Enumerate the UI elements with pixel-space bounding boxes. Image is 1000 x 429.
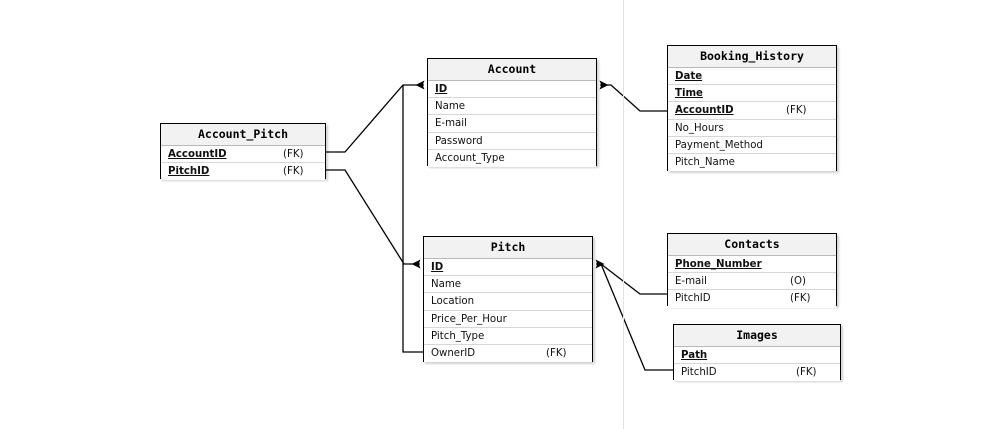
attribute-name: E-mail: [675, 276, 707, 288]
attribute-row[interactable]: Payment_Method: [668, 136, 836, 154]
connector-bookinghistory-account: [599, 80, 667, 112]
entity-title-images: Images: [674, 325, 840, 347]
attribute-row[interactable]: Account_Type: [428, 149, 596, 167]
attribute-name: AccountID: [675, 105, 734, 117]
attribute-row[interactable]: PitchID (FK): [674, 364, 840, 382]
attribute-row[interactable]: Time: [668, 85, 836, 103]
attribute-name: PitchID: [675, 293, 711, 305]
attribute-name: Password: [435, 135, 483, 147]
attribute-constraint-tag: (FK): [283, 149, 304, 160]
attribute-name: No_Hours: [675, 122, 724, 134]
attribute-name: Path: [681, 350, 708, 361]
attribute-row[interactable]: ID: [424, 259, 592, 277]
entity-title-account_pitch: Account_Pitch: [161, 124, 325, 146]
attribute-row[interactable]: OwnerID (FK): [424, 344, 592, 363]
attribute-name: PitchID: [681, 367, 717, 379]
attribute-row[interactable]: Location: [424, 293, 592, 311]
attribute-row[interactable]: Date: [668, 68, 836, 86]
attribute-name: ID: [431, 262, 444, 273]
attribute-name: Date: [675, 71, 703, 82]
attribute-row[interactable]: Phone_Number: [668, 256, 836, 274]
attribute-row[interactable]: AccountID (FK): [161, 146, 325, 164]
attribute-row[interactable]: ID: [428, 81, 596, 99]
attribute-row[interactable]: PitchID (FK): [668, 290, 836, 308]
attribute-row[interactable]: Path: [674, 347, 840, 365]
attribute-name: Name: [435, 101, 466, 113]
attribute-name: E-mail: [435, 118, 467, 130]
connector-images-pitch: [596, 263, 673, 371]
attribute-name: Pitch_Name: [675, 156, 735, 168]
attribute-row[interactable]: No_Hours: [668, 119, 836, 137]
attribute-constraint-tag: (FK): [796, 367, 817, 379]
attribute-constraint-tag: (FK): [786, 105, 807, 117]
attribute-name: OwnerID: [431, 347, 476, 359]
page-boundary: [623, 0, 624, 429]
connector-accountpitch-pitch: [326, 169, 421, 269]
connector-accountpitch-account: [326, 80, 425, 153]
attribute-row[interactable]: Pitch_Type: [424, 327, 592, 345]
attribute-name: ID: [435, 84, 448, 95]
attribute-name: Phone_Number: [675, 259, 762, 270]
attribute-name: Time: [675, 88, 703, 100]
attribute-row[interactable]: E-mail: [428, 115, 596, 133]
attribute-name: Name: [431, 279, 462, 291]
attribute-row[interactable]: AccountID (FK): [668, 102, 836, 120]
attribute-row[interactable]: Name: [424, 276, 592, 294]
attribute-constraint-tag: (O): [790, 276, 806, 288]
attribute-name: Location: [431, 296, 475, 308]
attribute-name: Account_Type: [435, 152, 505, 164]
attribute-row[interactable]: PitchID (FK): [161, 163, 325, 181]
entity-title-pitch: Pitch: [424, 237, 592, 259]
attribute-constraint-tag: (FK): [283, 166, 304, 178]
attribute-name: Price_Per_Hour: [431, 313, 507, 325]
attribute-name: Pitch_Type: [431, 330, 485, 342]
attribute-row[interactable]: Pitch_Name: [668, 153, 836, 172]
entity-title-booking_history: Booking_History: [668, 46, 836, 68]
attribute-name: Payment_Method: [675, 139, 763, 151]
attribute-name: AccountID: [168, 149, 227, 160]
connector-account-pitch-owner: [402, 85, 423, 353]
attribute-constraint-tag: (FK): [546, 347, 567, 359]
entity-title-account: Account: [428, 59, 596, 81]
attribute-row[interactable]: E-mail (O): [668, 273, 836, 291]
attribute-row[interactable]: Price_Per_Hour: [424, 310, 592, 328]
attribute-constraint-tag: (FK): [790, 293, 811, 305]
attribute-row[interactable]: Name: [428, 98, 596, 116]
entity-title-contacts: Contacts: [668, 234, 836, 256]
attribute-name: PitchID: [168, 166, 210, 178]
attribute-row[interactable]: Password: [428, 132, 596, 150]
